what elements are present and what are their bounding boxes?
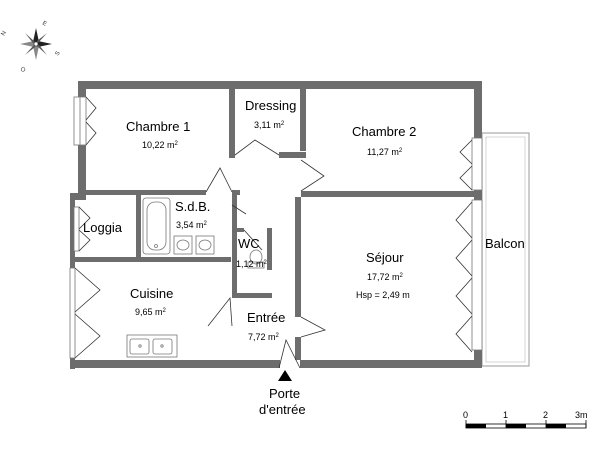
room-cuisine-area: 9,65 m2: [135, 307, 167, 317]
scale-tick-2: 2: [543, 410, 548, 420]
door-swings: [205, 139, 327, 369]
entrance-label-line2: d'entrée: [259, 402, 306, 417]
kitchen-counter: [126, 334, 178, 358]
bathroom-sink-icon: [173, 235, 215, 255]
compass-rose-icon: N E S O: [1, 21, 62, 75]
compass-west-label: O: [19, 67, 26, 75]
room-sejour-name: Séjour: [366, 250, 404, 265]
room-sejour-area: 17,72 m2: [367, 272, 404, 282]
scale-bar: 0 1 2 3m: [463, 410, 588, 429]
scale-tick-1: 1: [503, 410, 508, 420]
entrance-label-line1: Porte: [269, 386, 300, 401]
room-dressing-name: Dressing: [245, 98, 296, 113]
window-swings: [74, 96, 473, 359]
room-chambre2-area: 11,27 m2: [367, 147, 403, 157]
room-entree-area: 7,72 m2: [248, 332, 280, 342]
room-wc-name: WC: [238, 236, 260, 251]
room-chambre1-name: Chambre 1: [126, 119, 190, 134]
compass-east-label: E: [41, 21, 47, 28]
interior-walls: [75, 89, 474, 360]
room-sdb-name: S.d.B.: [175, 199, 210, 214]
room-dressing-area: 3,11 m2: [254, 120, 285, 130]
toilet-icon: [247, 249, 265, 269]
room-wc-area: 1,12 m2: [236, 259, 268, 269]
scale-tick-3: 3m: [575, 410, 588, 420]
room-loggia-name: Loggia: [83, 220, 123, 235]
compass-north-label: N: [1, 30, 8, 37]
room-chambre1-area: 10,22 m2: [142, 140, 179, 150]
entrance-arrow-icon: [278, 370, 292, 381]
room-chambre2-name: Chambre 2: [352, 124, 416, 139]
compass-south-label: S: [55, 51, 62, 57]
room-cuisine-name: Cuisine: [130, 286, 173, 301]
room-entree-name: Entrée: [247, 310, 285, 325]
room-sdb-area: 3,54 m2: [176, 220, 208, 230]
bathtub-icon: [142, 197, 171, 255]
room-sejour-hsp: Hsp = 2,49 m: [356, 290, 410, 300]
room-balcon-name: Balcon: [485, 236, 525, 251]
scale-tick-0: 0: [463, 410, 468, 420]
